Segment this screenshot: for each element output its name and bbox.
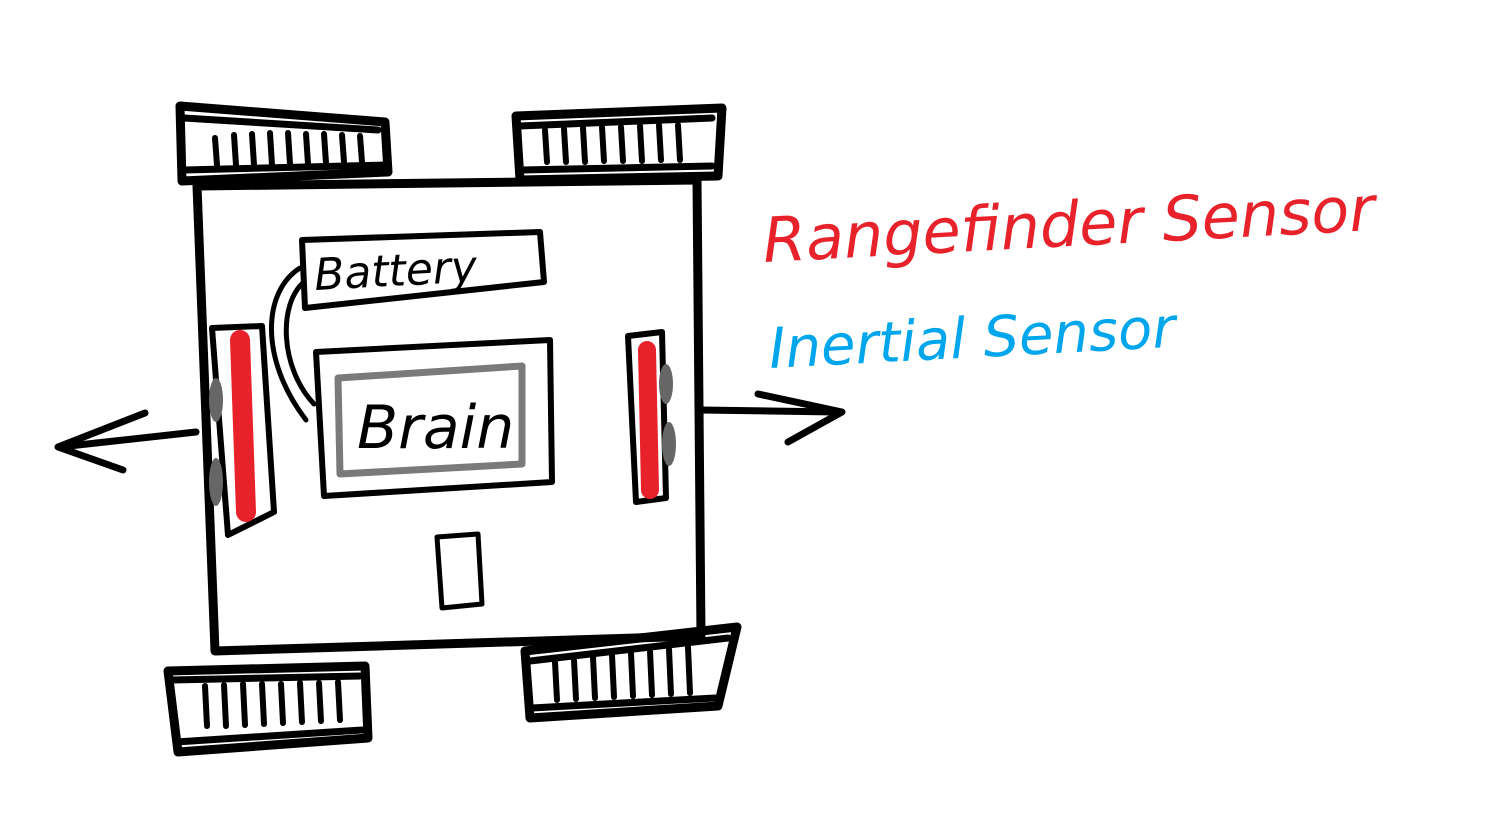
battery-wire <box>269 265 317 423</box>
left-arrow <box>54 409 200 474</box>
legend-inertial: Inertial Sensor <box>767 296 1179 382</box>
rangefinder-sensor-right <box>625 329 676 505</box>
right-arrow <box>696 390 846 446</box>
brain-box <box>313 337 555 499</box>
brain-inner-frame <box>334 362 526 478</box>
wheel-top-left <box>175 101 393 186</box>
wheel-top-right <box>511 103 727 185</box>
rangefinder-sensor-left <box>209 323 277 538</box>
wheel-bottom-left <box>163 661 373 757</box>
inertial-sensor <box>434 531 485 611</box>
brain-label: Brain <box>357 393 514 463</box>
chassis-outline <box>192 175 706 656</box>
battery-label: Battery <box>313 241 479 301</box>
legend-rangefinder: Rangefinder Sensor <box>761 172 1380 277</box>
